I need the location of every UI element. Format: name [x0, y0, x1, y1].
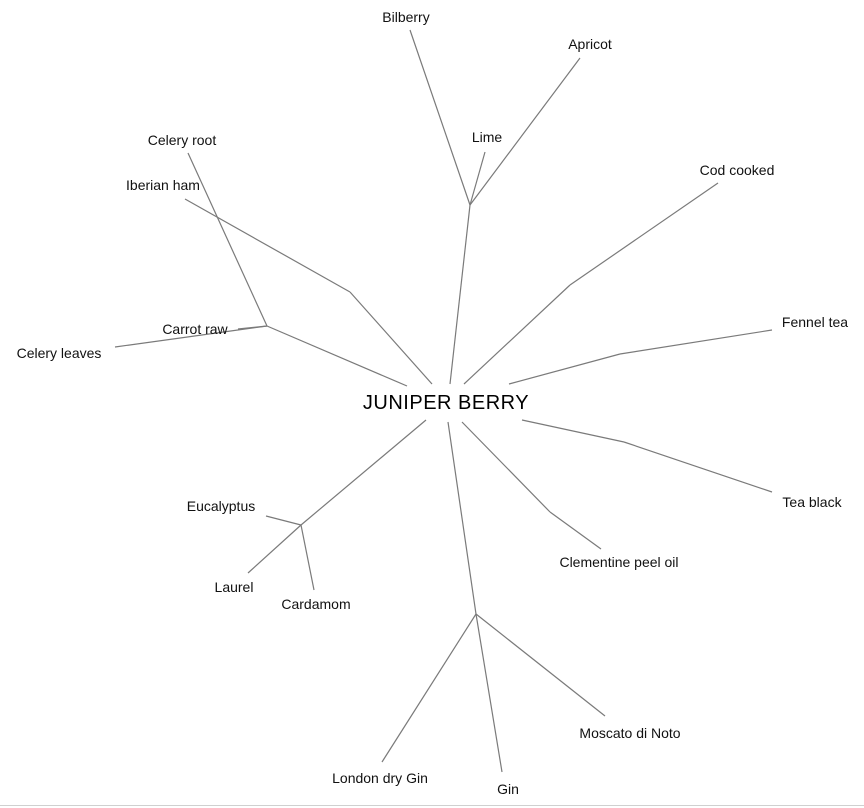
edge-lower-left-node-to-laurel — [247, 524, 302, 574]
edge-root-to-bottom-node — [447, 421, 477, 615]
edge-root-to-lower-left-node — [300, 419, 427, 526]
tree-edges — [114, 29, 773, 773]
edge-root-to-cod-cooked-a — [463, 284, 571, 385]
edge-root-to-upper-left-node — [266, 325, 408, 387]
edge-root-to-tea-black-b — [623, 441, 773, 493]
edge-root-to-top-node — [449, 204, 471, 385]
edge-bottom-node-to-gin — [475, 613, 503, 773]
leaf-label-celery-root: Celery root — [148, 132, 217, 148]
edge-upper-left-node-to-celery-root — [187, 152, 268, 327]
edge-root-to-iberian-ham-b — [184, 198, 351, 293]
leaf-label-cardamom: Cardamom — [281, 596, 350, 612]
edge-root-to-cod-cooked-b — [569, 182, 719, 286]
leaf-label-apricot: Apricot — [568, 36, 612, 52]
leaf-label-eucalyptus: Eucalyptus — [187, 498, 255, 514]
leaf-label-fennel-tea: Fennel tea — [782, 314, 848, 330]
edge-root-to-clementine-a — [461, 421, 551, 513]
bottom-divider — [0, 805, 864, 806]
leaf-label-lime: Lime — [472, 129, 503, 145]
edge-top-node-to-bilberry — [409, 29, 471, 206]
leaf-label-london-dry-gin: London dry Gin — [332, 770, 428, 786]
leaf-label-clementine-peel-oil: Clementine peel oil — [559, 554, 678, 570]
edge-upper-left-node-to-celery-leaves — [114, 325, 268, 348]
edge-upper-left-node-to-carrot-raw — [237, 325, 268, 330]
leaf-label-gin: Gin — [497, 781, 519, 797]
edge-root-to-iberian-ham-a — [349, 291, 433, 385]
leaf-label-iberian-ham: Iberian ham — [126, 177, 200, 193]
leaf-label-moscato-di-noto: Moscato di Noto — [579, 725, 680, 741]
edge-bottom-node-to-london-dry-gin — [381, 613, 477, 763]
edge-lower-left-node-to-cardamom — [300, 524, 315, 591]
leaf-label-carrot-raw: Carrot raw — [162, 321, 228, 337]
leaf-label-bilberry: Bilberry — [382, 9, 429, 25]
root-label: JUNIPER BERRY — [363, 392, 529, 414]
leaf-label-laurel: Laurel — [215, 579, 254, 595]
edge-bottom-node-to-moscato — [475, 613, 606, 717]
tree-labels: JUNIPER BERRY Bilberry Apricot Lime Cod … — [17, 9, 849, 797]
edge-root-to-fennel-tea-b — [619, 329, 773, 355]
leaf-label-celery-leaves: Celery leaves — [17, 345, 102, 361]
leaf-label-tea-black: Tea black — [782, 494, 842, 510]
edge-top-node-to-lime — [469, 151, 486, 206]
edge-root-to-fennel-tea-a — [508, 353, 621, 385]
edge-root-to-tea-black-a — [521, 419, 625, 443]
edge-lower-left-node-to-eucalyptus — [265, 515, 302, 526]
edge-root-to-clementine-b — [549, 511, 602, 550]
edge-top-node-to-apricot — [469, 57, 581, 206]
leaf-label-cod-cooked: Cod cooked — [700, 162, 775, 178]
